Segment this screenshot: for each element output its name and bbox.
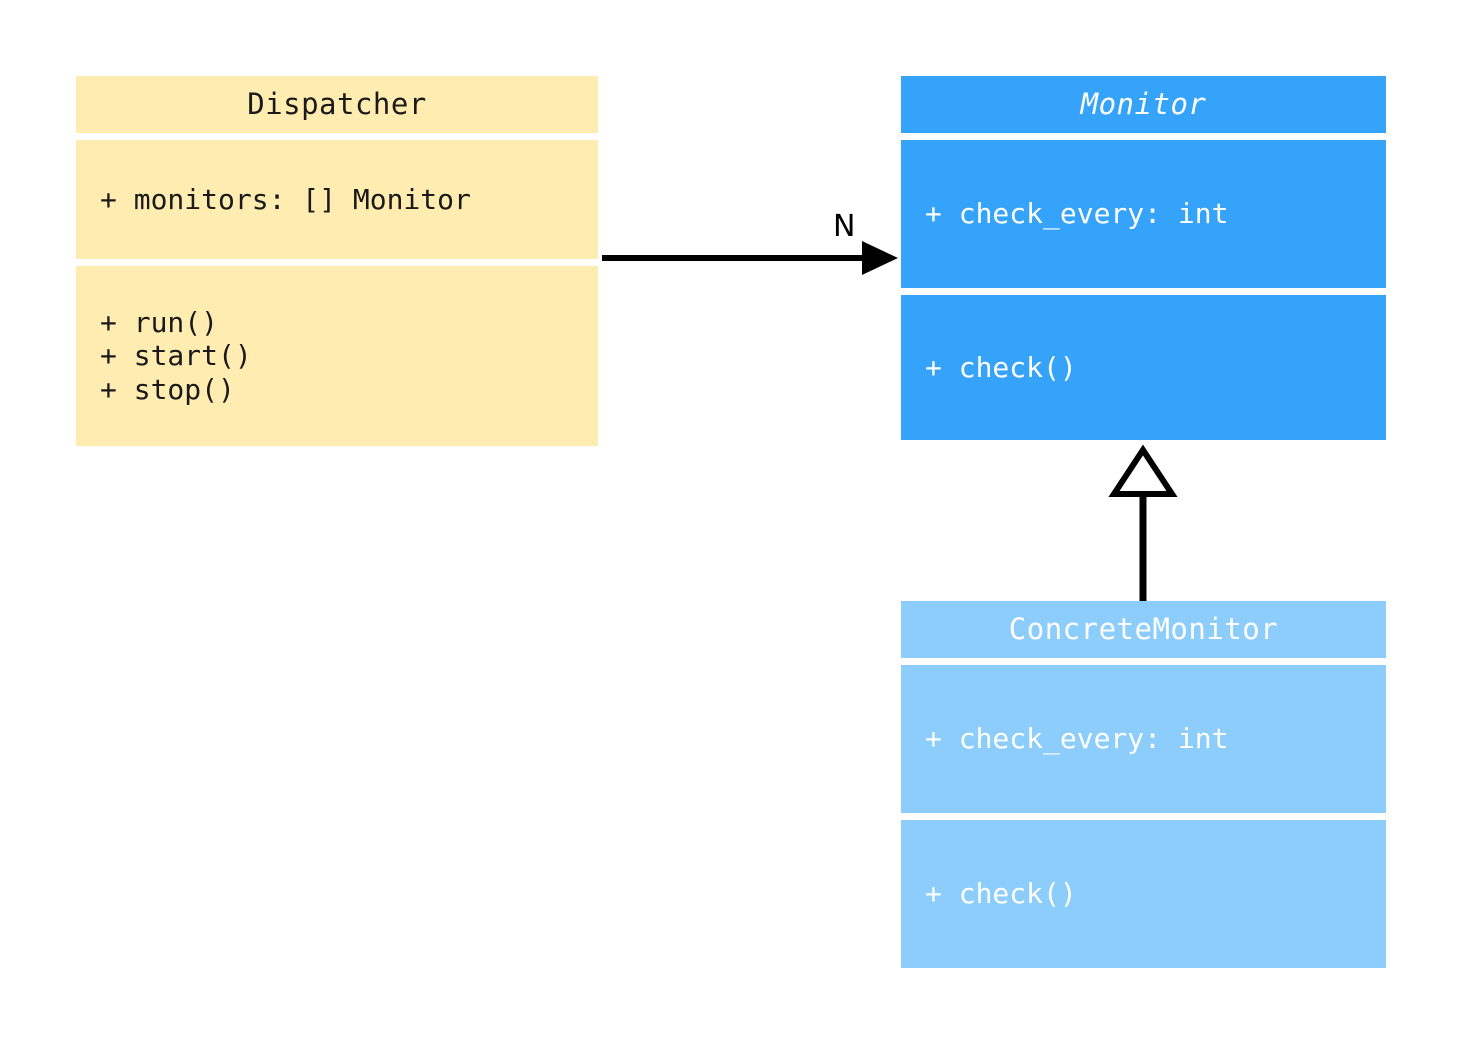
class-title-compartment-monitor: Monitor <box>901 76 1386 133</box>
class-attributes-dispatcher: + monitors: [] Monitor <box>100 182 471 216</box>
class-name-concretemonitor: ConcreteMonitor <box>1008 611 1279 646</box>
generalization-concretemonitor-to-monitor <box>1108 444 1178 601</box>
class-title-compartment-dispatcher: Dispatcher <box>76 76 598 133</box>
association-multiplicity-label: N <box>833 209 856 244</box>
filled-triangle-arrowhead-icon <box>862 241 898 275</box>
class-attributes-compartment-concretemonitor: + check_every: int <box>901 665 1386 813</box>
class-box-monitor[interactable]: Monitor + check_every: int + check() <box>901 76 1386 440</box>
class-methods-dispatcher: + run() + start() + stop() <box>100 305 252 406</box>
class-title-compartment-concretemonitor: ConcreteMonitor <box>901 601 1386 658</box>
class-attributes-compartment-monitor: + check_every: int <box>901 140 1386 288</box>
class-methods-compartment-monitor: + check() <box>901 295 1386 440</box>
class-methods-compartment-concretemonitor: + check() <box>901 820 1386 968</box>
class-box-dispatcher[interactable]: Dispatcher + monitors: [] Monitor + run(… <box>76 76 598 446</box>
class-name-monitor: Monitor <box>1080 86 1207 121</box>
class-attributes-compartment-dispatcher: + monitors: [] Monitor <box>76 140 598 259</box>
hollow-triangle-arrowhead-icon <box>1108 444 1178 497</box>
association-dispatcher-to-monitor <box>602 241 898 275</box>
class-attributes-concretemonitor: + check_every: int <box>925 722 1229 756</box>
class-methods-concretemonitor: + check() <box>925 877 1077 911</box>
class-methods-compartment-dispatcher: + run() + start() + stop() <box>76 266 598 446</box>
class-box-concretemonitor[interactable]: ConcreteMonitor + check_every: int + che… <box>901 601 1386 968</box>
class-name-dispatcher: Dispatcher <box>247 86 427 121</box>
class-attributes-monitor: + check_every: int <box>925 197 1229 231</box>
class-methods-monitor: + check() <box>925 350 1077 384</box>
